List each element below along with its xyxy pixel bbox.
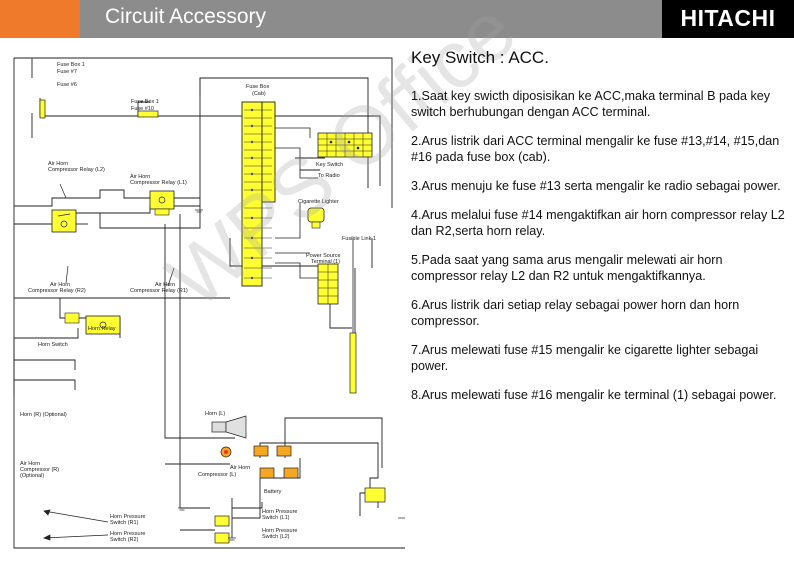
label-comp-r-3: (Optional) [20,473,44,479]
fuse-10-icon [137,110,159,118]
label-pressure-l2-2: Switch (L2) [262,534,290,540]
ground-symbols [178,209,406,541]
label-relay-l1-2: Compressor Relay (L1) [130,180,187,186]
step-1: 1.Saat key swicth diposisikan ke ACC,mak… [411,89,771,119]
label-horn-l: Horn (L) [205,411,225,417]
pressure-switch-l1-icon [214,515,230,527]
label-fuse-6: Fuse #6 [57,82,77,88]
label-horn-relay: Horn Relay [88,326,116,332]
label-to-radio: To Radio [318,173,340,179]
step-4: 4.Arus melalui fuse #14 mengaktifkan air… [411,208,785,238]
label-pressure-l1-2: Switch (L1) [262,515,290,521]
label-fuse-box-1: Fuse Box 1 [57,62,85,68]
step-6: 6.Arus listrik dari setiap relay sebagai… [411,298,740,328]
label-relay-r1: Air Horn [155,282,175,288]
relay-l2-icon [51,209,77,233]
label-comp-l-2: Compressor (L) [198,472,236,478]
brand-logo-text: HITACHI [680,5,776,31]
cigarette-lighter-icon [307,207,325,229]
air-horn-compressor-l-icon [220,446,232,458]
label-fuse-7: Fuse #7 [57,69,77,75]
step-3: 3.Arus menuju ke fuse #13 serta mengalir… [411,179,781,193]
label-fuse-10: Fuse #10 [131,106,154,112]
label-pressure-r2-2: Switch (R2) [110,537,139,543]
output-arrows [43,183,175,541]
label-battery: Battery [264,489,282,495]
label-relay-r2: Air Horn [50,282,70,288]
label-relay-l2-2: Compressor Relay (L2) [48,167,105,173]
brand-logo: HITACHI [662,0,794,38]
step-5: 5.Pada saat yang sama arus mengalir mele… [411,253,723,283]
label-comp-l: Air Horn [230,465,250,471]
battery-icon [253,445,299,479]
relay-l1-icon [149,190,175,216]
key-switch-icon [317,132,373,158]
label-pressure-l2: Horn Pressure [262,528,297,534]
label-power-source: Power Source [306,253,341,259]
horn-l-icon [211,415,247,439]
circuit-diagram: Fuse Box 1 Fuse #7 Fuse #6 Fuse Box 1 Fu… [0,38,408,566]
label-pressure-r2: Horn Pressure [110,531,145,537]
label-relay-r2-2: Compressor Relay (R2) [28,288,86,294]
label-fuse-box-cab: Fuse Box [246,84,269,90]
relay-bottom-right-icon [364,487,386,503]
label-horn-switch: Horn Switch [38,342,68,348]
panel-heading: Key Switch : ACC. [411,48,549,67]
explanation-panel: Key Switch : ACC. 1.Saat key swicth dipo… [411,48,789,416]
label-fusible-link: Fusible Link 1 [342,236,376,242]
diagram-labels: Fuse Box 1 Fuse #7 Fuse #6 Fuse Box 1 Fu… [20,62,376,543]
label-pressure-r1: Horn Pressure [110,514,145,520]
label-cigarette-lighter: Cigarette Lighter [298,199,339,205]
step-8: 8.Arus melewati fuse #16 mengalir ke ter… [411,388,777,402]
slide-title: Circuit Accessory [105,5,267,28]
label-fuse-box-cab-2: (Cab) [252,91,266,97]
label-horn-r: Horn (R) (Optional) [20,412,67,418]
power-source-terminal-icon [317,263,339,305]
label-fuse-box-1-b: Fuse Box 1 [131,99,159,105]
horn-relay-icon [85,315,121,335]
fusible-link-icon [349,238,357,394]
step-7: 7.Arus melewati fuse #15 mengalir ke cig… [411,343,759,373]
relay-r2-icon [64,312,80,324]
label-relay-l1: Air Horn [130,174,150,180]
label-pressure-r1-2: Switch (R1) [110,520,139,526]
label-comp-r-2: Compressor (R) [20,467,59,473]
label-pressure-l1: Horn Pressure [262,509,297,515]
label-power-source-2: Terminal (1) [311,259,340,265]
header-accent-block [0,0,80,38]
header-bar: Circuit Accessory HITACHI [0,0,794,38]
fuse-7-icon [39,99,46,119]
pressure-switch-l2-icon [214,532,230,544]
label-relay-r1-2: Compressor Relay (R1) [130,288,188,294]
step-2: 2.Arus listrik dari ACC terminal mengali… [411,134,780,164]
label-key-switch: Key Switch [316,162,343,168]
label-comp-r: Air Horn [20,461,40,467]
label-relay-l2: Air Horn [48,161,68,167]
fuse-box-cab [241,101,276,287]
